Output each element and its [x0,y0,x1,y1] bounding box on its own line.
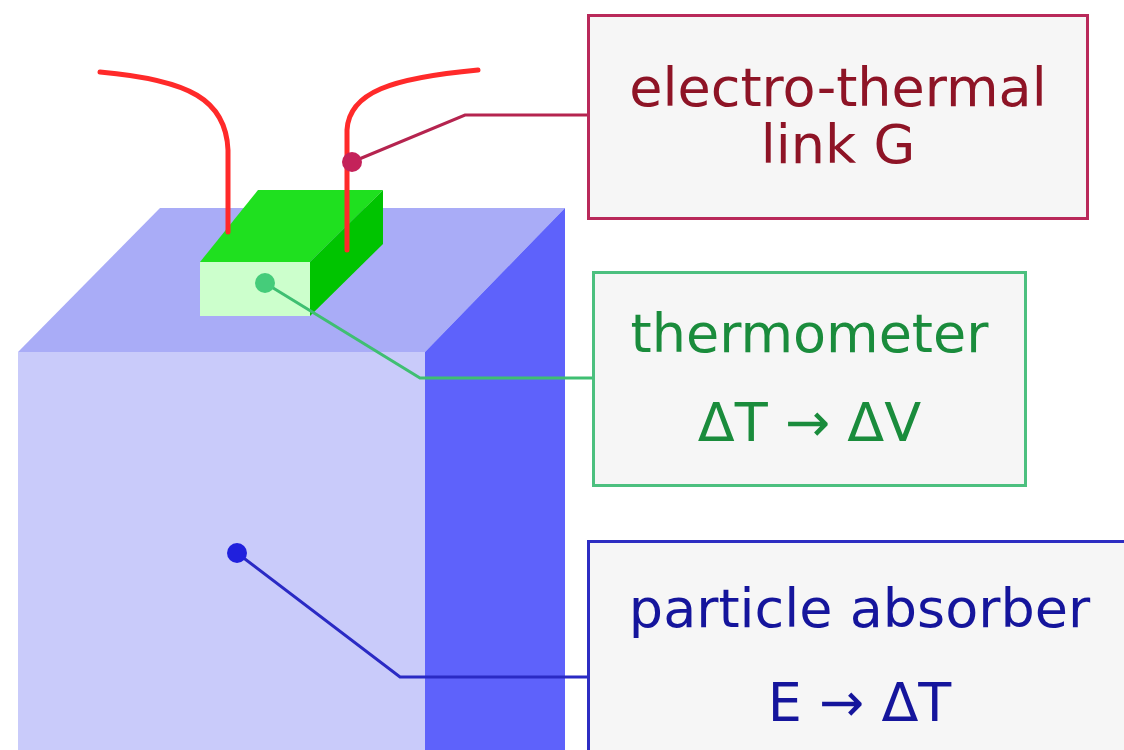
callout-title: particle absorber [629,581,1090,638]
callout-title: thermometer [631,306,989,363]
leader-dot [227,543,247,563]
wire [347,70,478,250]
leader-dot [255,273,275,293]
callout-title: electro-thermal link G [610,60,1066,173]
leader-line [265,283,592,378]
callout-box: thermometer ΔT → ΔV [592,271,1027,487]
leader-line [352,115,587,162]
callout-formula: ΔT → ΔV [698,395,921,452]
thermometer-front-face [200,262,310,316]
callout-box: particle absorber E → ΔT [587,540,1124,750]
wire [100,72,228,232]
absorber-side-face [425,208,565,750]
absorber-front-face [18,352,425,750]
callout-formula: E → ΔT [768,675,952,732]
leader-dot [342,152,362,172]
leader-line [237,553,587,677]
callout-box: electro-thermal link G [587,14,1089,220]
